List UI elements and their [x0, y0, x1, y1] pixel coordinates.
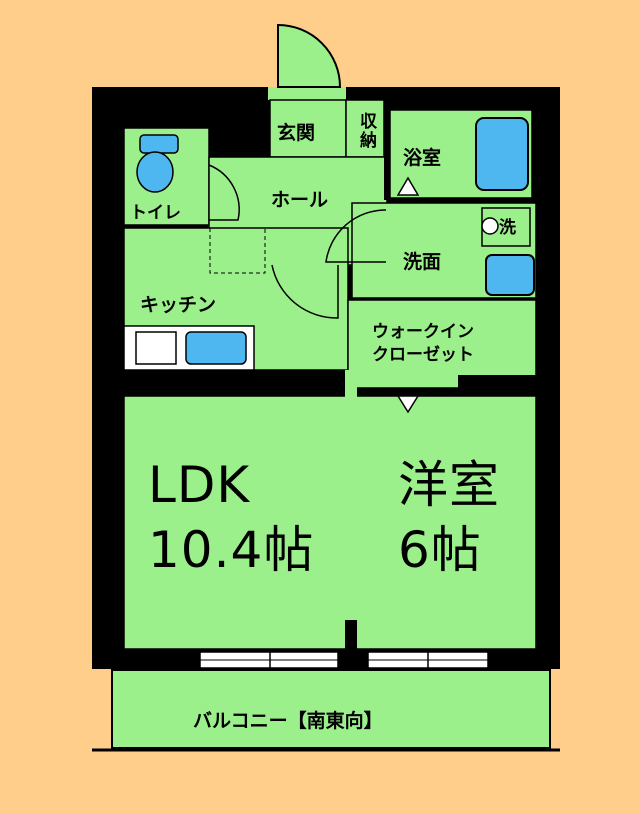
label-washroom: 洗面: [403, 251, 442, 273]
washroom-wall: [384, 110, 390, 200]
label-western-name: 洋室: [398, 456, 500, 514]
stove-icon: [135, 331, 177, 365]
ldk-room: [123, 395, 351, 650]
ldk-west-room-link: [345, 370, 357, 620]
label-hall: ホール: [271, 189, 329, 211]
window-icon: [199, 651, 489, 669]
partition-wall: [345, 620, 357, 669]
washing-machine-icon: [481, 207, 531, 247]
kitchen-counter-wall: [124, 370, 186, 396]
bathtub-icon: [475, 117, 529, 191]
entrance-room: [269, 99, 347, 158]
label-kitchen: キッチン: [140, 294, 217, 316]
washbasin-icon: [485, 254, 535, 296]
fridge-space: [209, 227, 266, 274]
label-storage: 収納: [356, 112, 376, 150]
label-wic-line1: ウォークイン: [372, 322, 474, 342]
entrance-notch: [268, 87, 346, 100]
label-bath: 浴室: [403, 147, 442, 169]
kitchen-door-swing-icon: [271, 264, 339, 319]
hall-door-swing-icon: [325, 209, 387, 263]
label-entrance: 玄関: [277, 122, 316, 144]
toilet-icon: [136, 134, 179, 193]
closet-wall: [458, 375, 536, 396]
label-ldk-name: LDK: [148, 456, 251, 514]
walk-in-closet-room: [347, 299, 537, 389]
label-western-size: 6帖: [398, 521, 482, 579]
toilet-door-swing-icon: [208, 164, 240, 221]
entrance-door-swing-icon: [277, 23, 342, 88]
closet-door-marker-icon: [396, 395, 420, 414]
label-ldk-size: 10.4帖: [148, 521, 315, 579]
balcony: [111, 669, 551, 749]
label-washer: 洗: [499, 218, 516, 238]
bath-door-marker-icon: [396, 176, 420, 196]
label-balcony: バルコニー【南東向】: [193, 710, 383, 732]
sink-icon: [185, 331, 247, 365]
label-toilet: トイレ: [130, 203, 181, 223]
label-wic-line2: クローゼット: [372, 345, 474, 365]
